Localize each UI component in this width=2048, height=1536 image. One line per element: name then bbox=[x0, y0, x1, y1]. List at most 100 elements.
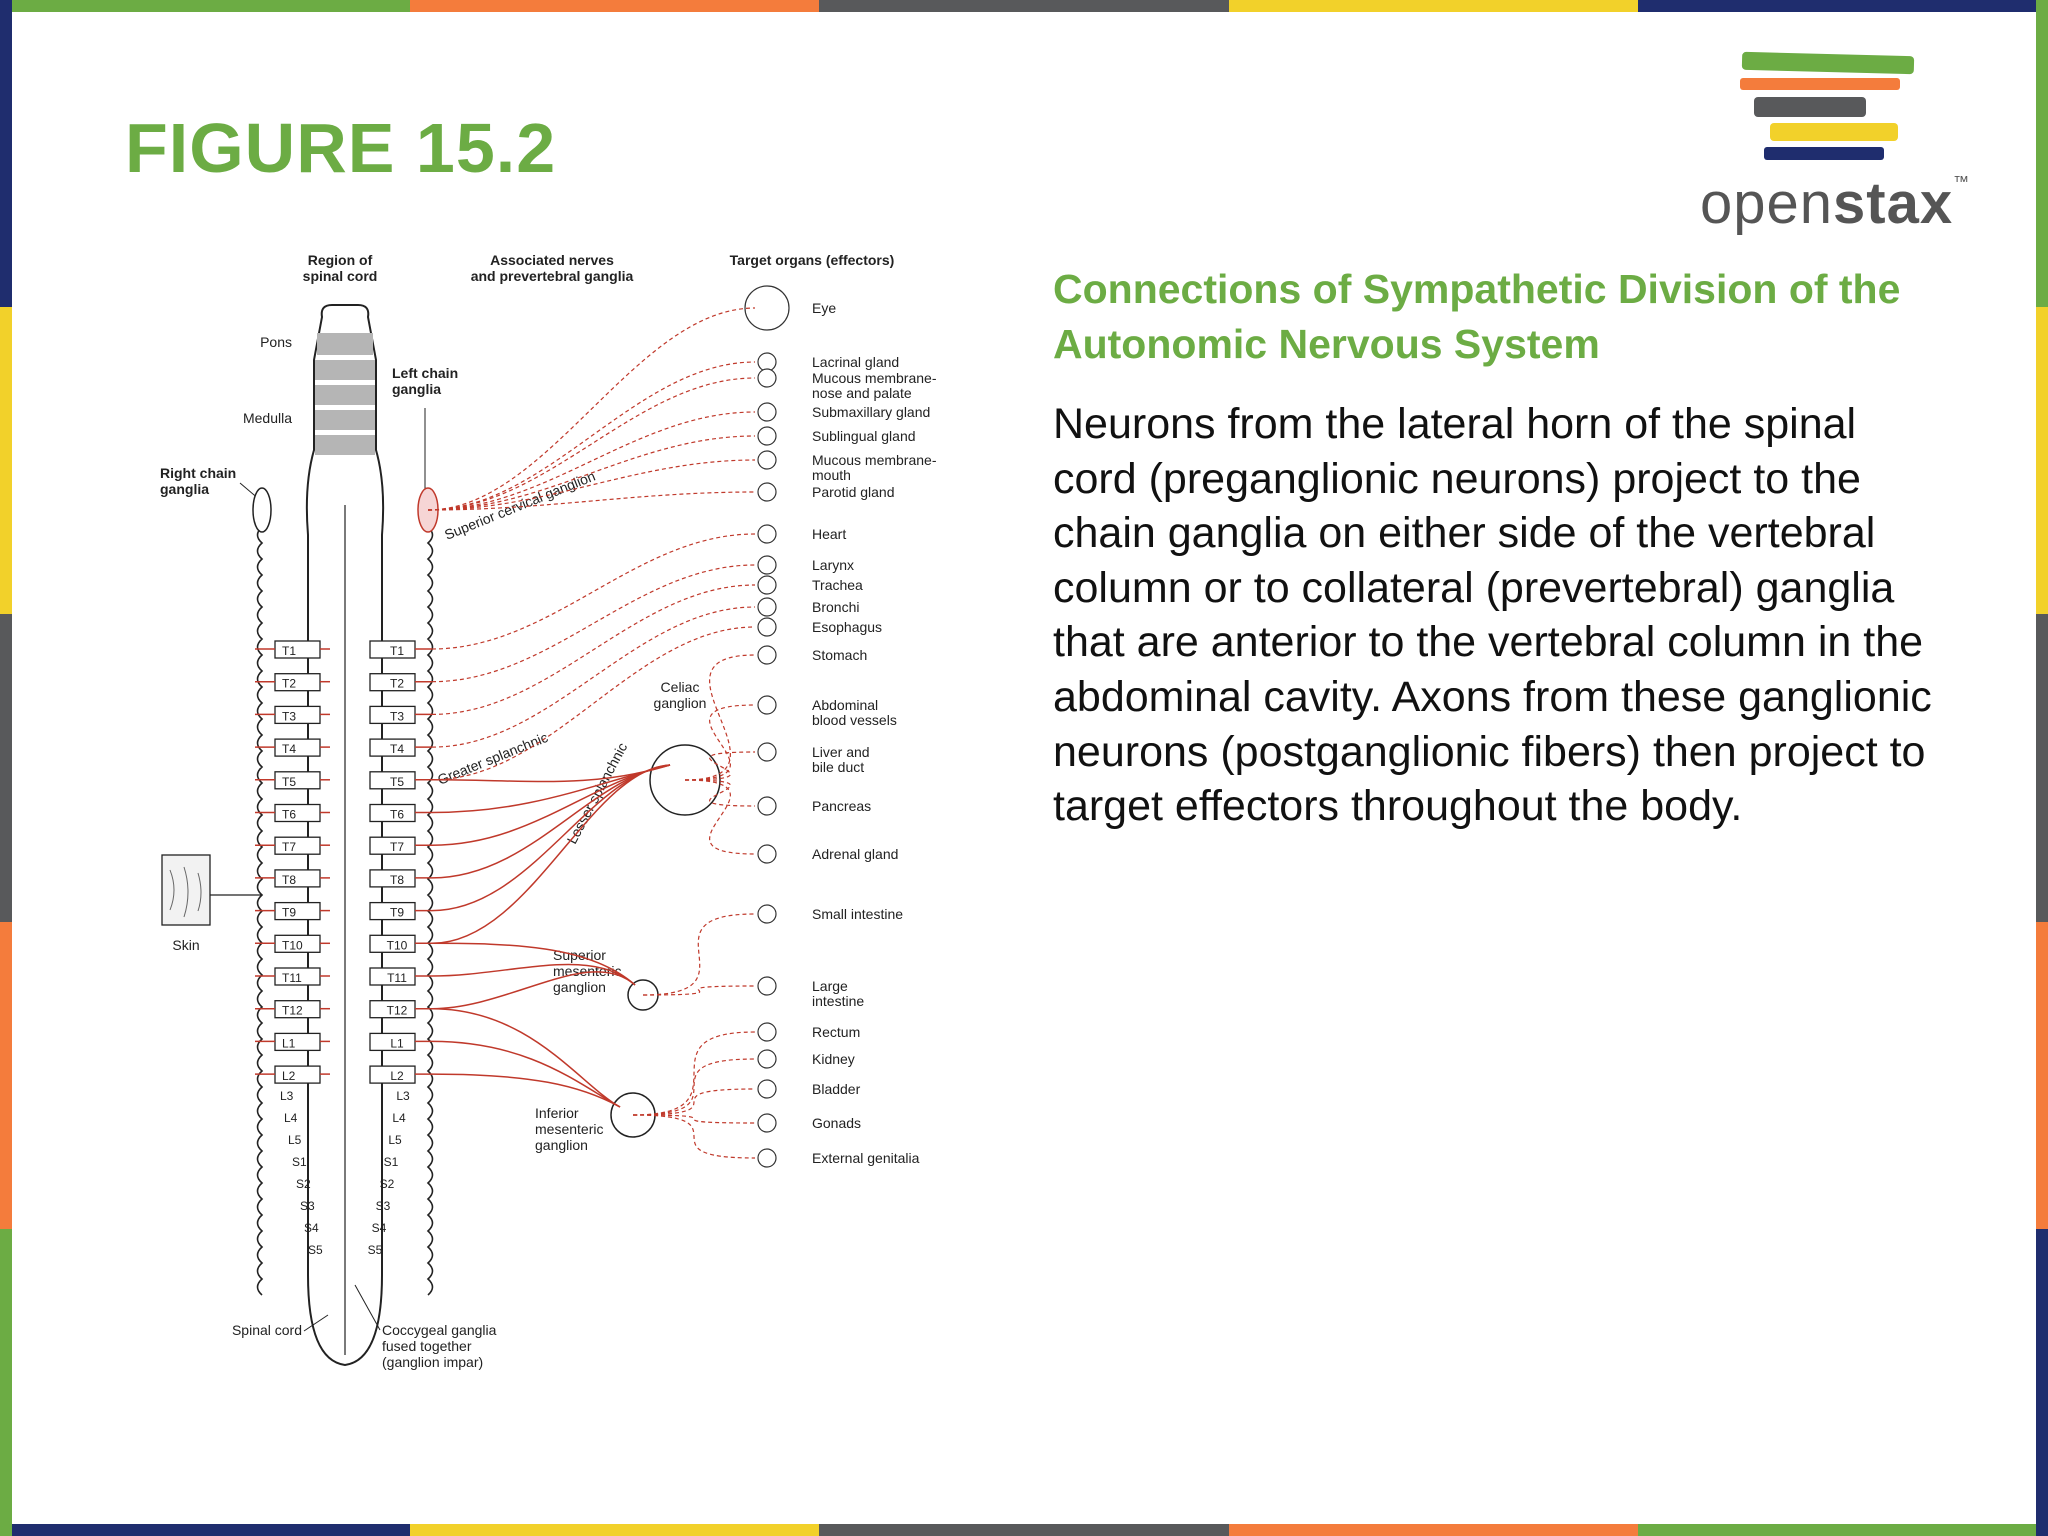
organ-label: External genitalia bbox=[812, 1150, 920, 1166]
segment-label-right: L1 bbox=[282, 1036, 296, 1050]
organ-drawing bbox=[757, 482, 777, 502]
postganglionic-fiber bbox=[427, 377, 756, 511]
segment-label-left: T2 bbox=[390, 677, 404, 691]
postganglionic-fiber bbox=[632, 1114, 756, 1159]
organ-drawing bbox=[757, 597, 777, 617]
organ-drawing bbox=[757, 426, 777, 446]
lumbar-splanchnic-fiber bbox=[431, 1073, 621, 1108]
postganglionic-fiber bbox=[684, 779, 756, 855]
organ-drawing bbox=[757, 695, 777, 715]
label-medulla: Medulla bbox=[243, 410, 292, 426]
lower-segment-label-right: S4 bbox=[304, 1221, 319, 1235]
organ-drawing bbox=[757, 524, 777, 544]
lower-segment-label-right: L4 bbox=[284, 1111, 298, 1125]
label-coccygeal-ganglia: fused together bbox=[382, 1338, 472, 1354]
postganglionic-fiber bbox=[427, 411, 756, 511]
lower-segment-label-right: S1 bbox=[292, 1155, 307, 1169]
right-superior-cervical-ganglion bbox=[252, 487, 272, 533]
organ-label: mouth bbox=[812, 467, 851, 483]
organ-label: Heart bbox=[812, 526, 846, 542]
stripe-navy bbox=[1638, 0, 2048, 12]
organ-drawing bbox=[757, 844, 777, 864]
top-color-stripe bbox=[0, 0, 2048, 12]
organ-drawing bbox=[757, 1079, 777, 1099]
organ-label: Pancreas bbox=[812, 798, 871, 814]
segment-label-right: T12 bbox=[282, 1004, 303, 1018]
segment-label-right: T7 bbox=[282, 840, 296, 854]
segment-label-right: T5 bbox=[282, 775, 296, 789]
header-nerves: and prevertebral ganglia bbox=[471, 268, 634, 284]
organ-drawing bbox=[757, 742, 777, 762]
lower-segment-label-left: S1 bbox=[384, 1155, 399, 1169]
stripe-yellow bbox=[1228, 0, 1639, 12]
organ-label: Mucous membrane- bbox=[812, 370, 937, 386]
postganglionic-fiber bbox=[642, 985, 756, 996]
segment-label-left: T7 bbox=[390, 840, 404, 854]
organ-drawing bbox=[757, 555, 777, 575]
lower-segment-label-left: S3 bbox=[376, 1199, 391, 1213]
organ-drawing bbox=[757, 1113, 777, 1133]
pons-band bbox=[317, 333, 373, 355]
stripe-orange bbox=[409, 0, 820, 12]
organ-label: Esophagus bbox=[812, 619, 882, 635]
label-celiac-ganglion: ganglion bbox=[654, 695, 707, 711]
segment-label-right: T8 bbox=[282, 873, 296, 887]
lumbar-splanchnic-fiber bbox=[431, 1040, 621, 1108]
postganglionic-fiber bbox=[632, 1088, 756, 1116]
postganglionic-fiber bbox=[427, 435, 756, 511]
organ-drawing bbox=[757, 575, 777, 595]
stripe-navy bbox=[0, 1524, 410, 1536]
logo-word-stax: stax bbox=[1833, 171, 1954, 236]
label-coccygeal-ganglia: Coccygeal ganglia bbox=[382, 1322, 497, 1338]
stripe-yellow bbox=[409, 1524, 820, 1536]
logo-word-open: open bbox=[1700, 171, 1834, 236]
stripe-green bbox=[2036, 0, 2048, 308]
organ-label: Eye bbox=[812, 300, 836, 316]
logo-wordmark: openstax™ bbox=[1700, 170, 1970, 237]
organ-label: nose and palate bbox=[812, 385, 912, 401]
lesser-splanchnic-fiber bbox=[431, 963, 636, 986]
lower-segment-label-right: S5 bbox=[308, 1243, 323, 1257]
label-celiac-ganglion: Celiac bbox=[661, 679, 700, 695]
segment-label-left: L1 bbox=[390, 1036, 404, 1050]
lower-segment-label-right: S3 bbox=[300, 1199, 315, 1213]
header-region: Region of bbox=[308, 252, 373, 268]
label-superior-mesenteric: ganglion bbox=[553, 979, 606, 995]
organ-label: Large bbox=[812, 978, 848, 994]
stripe-green bbox=[1638, 1524, 2048, 1536]
header-targets: Target organs (effectors) bbox=[730, 252, 895, 268]
stripe-yellow bbox=[0, 307, 12, 615]
organ-drawing bbox=[757, 352, 777, 372]
postganglionic-fiber bbox=[684, 779, 756, 807]
label-skin: Skin bbox=[172, 937, 199, 953]
organ-label: Small intestine bbox=[812, 906, 903, 922]
lower-segment-label-right: L3 bbox=[280, 1089, 294, 1103]
stripe-gray bbox=[0, 614, 12, 922]
postganglionic-fiber bbox=[427, 307, 756, 511]
postganglionic-fiber bbox=[642, 913, 756, 996]
segment-label-left: T9 bbox=[390, 906, 404, 920]
organ-label: Bladder bbox=[812, 1081, 861, 1097]
segment-label-left: T8 bbox=[390, 873, 404, 887]
stripe-orange bbox=[0, 921, 12, 1229]
label-inferior-mesenteric: Inferior bbox=[535, 1105, 579, 1121]
caption-body: Neurons from the lateral horn of the spi… bbox=[1053, 400, 1932, 831]
lesser-splanchnic-fiber bbox=[431, 942, 636, 986]
label-inferior-mesenteric: mesenteric bbox=[535, 1121, 603, 1137]
caption-title: Connections of Sympathetic Division of t… bbox=[1053, 266, 1901, 367]
lower-segment-label-left: S5 bbox=[368, 1243, 383, 1257]
lower-segment-label-left: L5 bbox=[388, 1133, 402, 1147]
organ-label: Liver and bbox=[812, 744, 870, 760]
stripe-green bbox=[0, 1228, 12, 1536]
segment-label-right: T3 bbox=[282, 709, 296, 723]
label-inferior-mesenteric: ganglion bbox=[535, 1137, 588, 1153]
organ-label: Rectum bbox=[812, 1024, 860, 1040]
postganglionic-fiber bbox=[684, 751, 756, 781]
label-spinal-cord: Spinal cord bbox=[232, 1322, 302, 1338]
organ-label: Larynx bbox=[812, 557, 854, 573]
organ-drawing bbox=[757, 402, 777, 422]
organ-label: Lacrinal gland bbox=[812, 354, 899, 370]
organ-drawing bbox=[757, 645, 777, 665]
